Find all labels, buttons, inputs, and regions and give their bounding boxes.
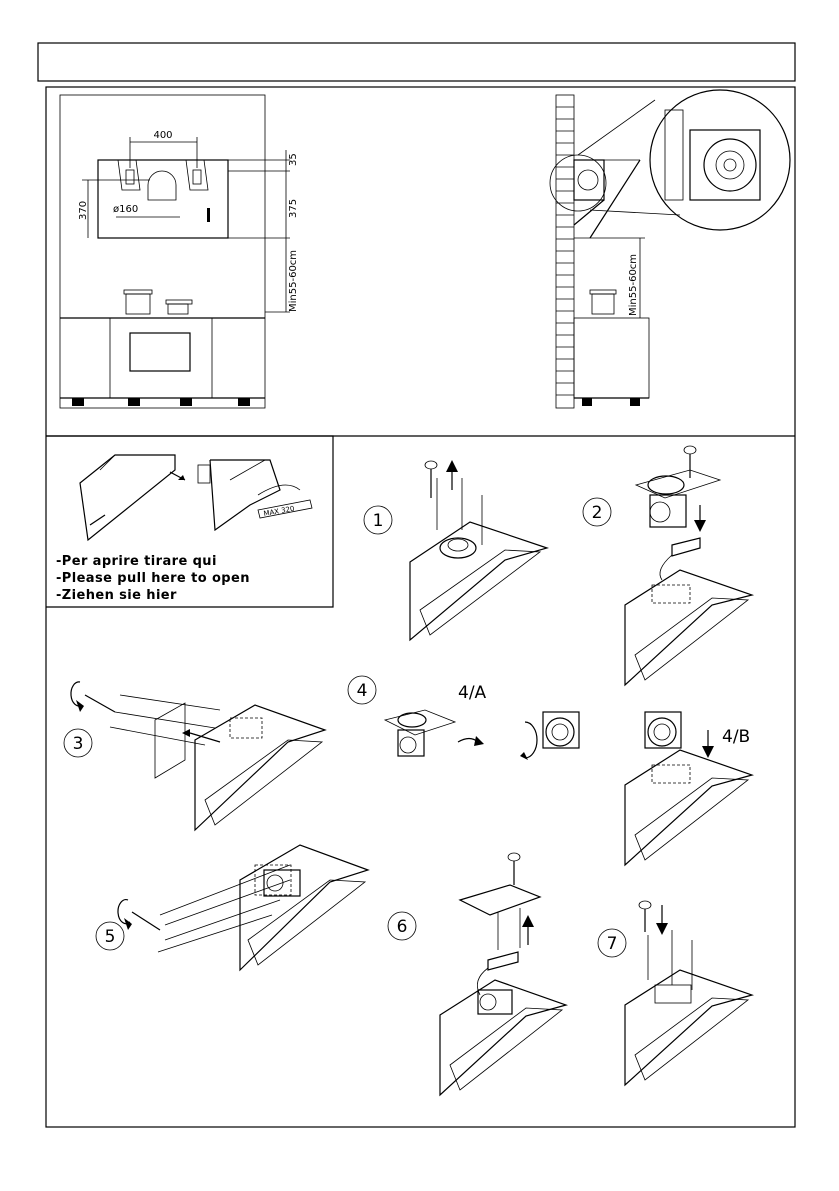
step-3-circle [63, 728, 93, 758]
side-elevation: Min55-60cm [549, 89, 791, 409]
dim-duct: ø160 [113, 204, 138, 215]
dim-400: 400 [153, 130, 172, 141]
step-3-label: 3 [73, 734, 84, 754]
step-1-circle [363, 505, 393, 535]
step-3-diagram: 3 [63, 681, 327, 832]
step-4-label: 4 [357, 681, 368, 701]
step-2-diagram: 2 [582, 445, 755, 687]
front-elevation: 400 ø160 370 35 375 Min55-60cm [59, 94, 299, 409]
step-5-diagram: 5 [95, 844, 370, 972]
step-7-label: 7 [607, 934, 618, 954]
step-6-circle [387, 911, 417, 941]
dim-35: 35 [288, 153, 299, 166]
step-5-label: 5 [105, 927, 116, 947]
instruction-italian: -Per aprire tirare qui [56, 554, 217, 569]
dim-min-height-right: Min55-60cm [628, 254, 639, 316]
instruction-english: -Please pull here to open [56, 571, 250, 586]
step-5-circle [95, 921, 125, 951]
step-4b-label: 4/B [722, 727, 750, 747]
step-7-circle [597, 928, 627, 958]
dim-min-height-left: Min55-60cm [288, 250, 299, 312]
step-4-circle [347, 675, 377, 705]
step-7-diagram: 7 [597, 900, 755, 1087]
step-1-diagram: 1 [363, 460, 550, 642]
pull-open-box: MAX 320 -Per aprire tirare qui -Please p… [46, 435, 334, 608]
dim-370: 370 [78, 201, 89, 220]
step-6-diagram: 6 [387, 852, 569, 1097]
title-bar [37, 42, 796, 82]
step-2-label: 2 [592, 503, 603, 523]
dim-max-open: MAX 320 [263, 505, 295, 518]
step-4a-label: 4/A [458, 683, 487, 703]
instruction-german: -Ziehen sie hier [56, 588, 177, 603]
step-2-circle [582, 497, 612, 527]
step-4-diagram: 4 4/A 4/B [347, 675, 755, 867]
step-1-label: 1 [373, 511, 384, 531]
step-6-label: 6 [397, 917, 408, 937]
dim-375: 375 [288, 199, 299, 218]
